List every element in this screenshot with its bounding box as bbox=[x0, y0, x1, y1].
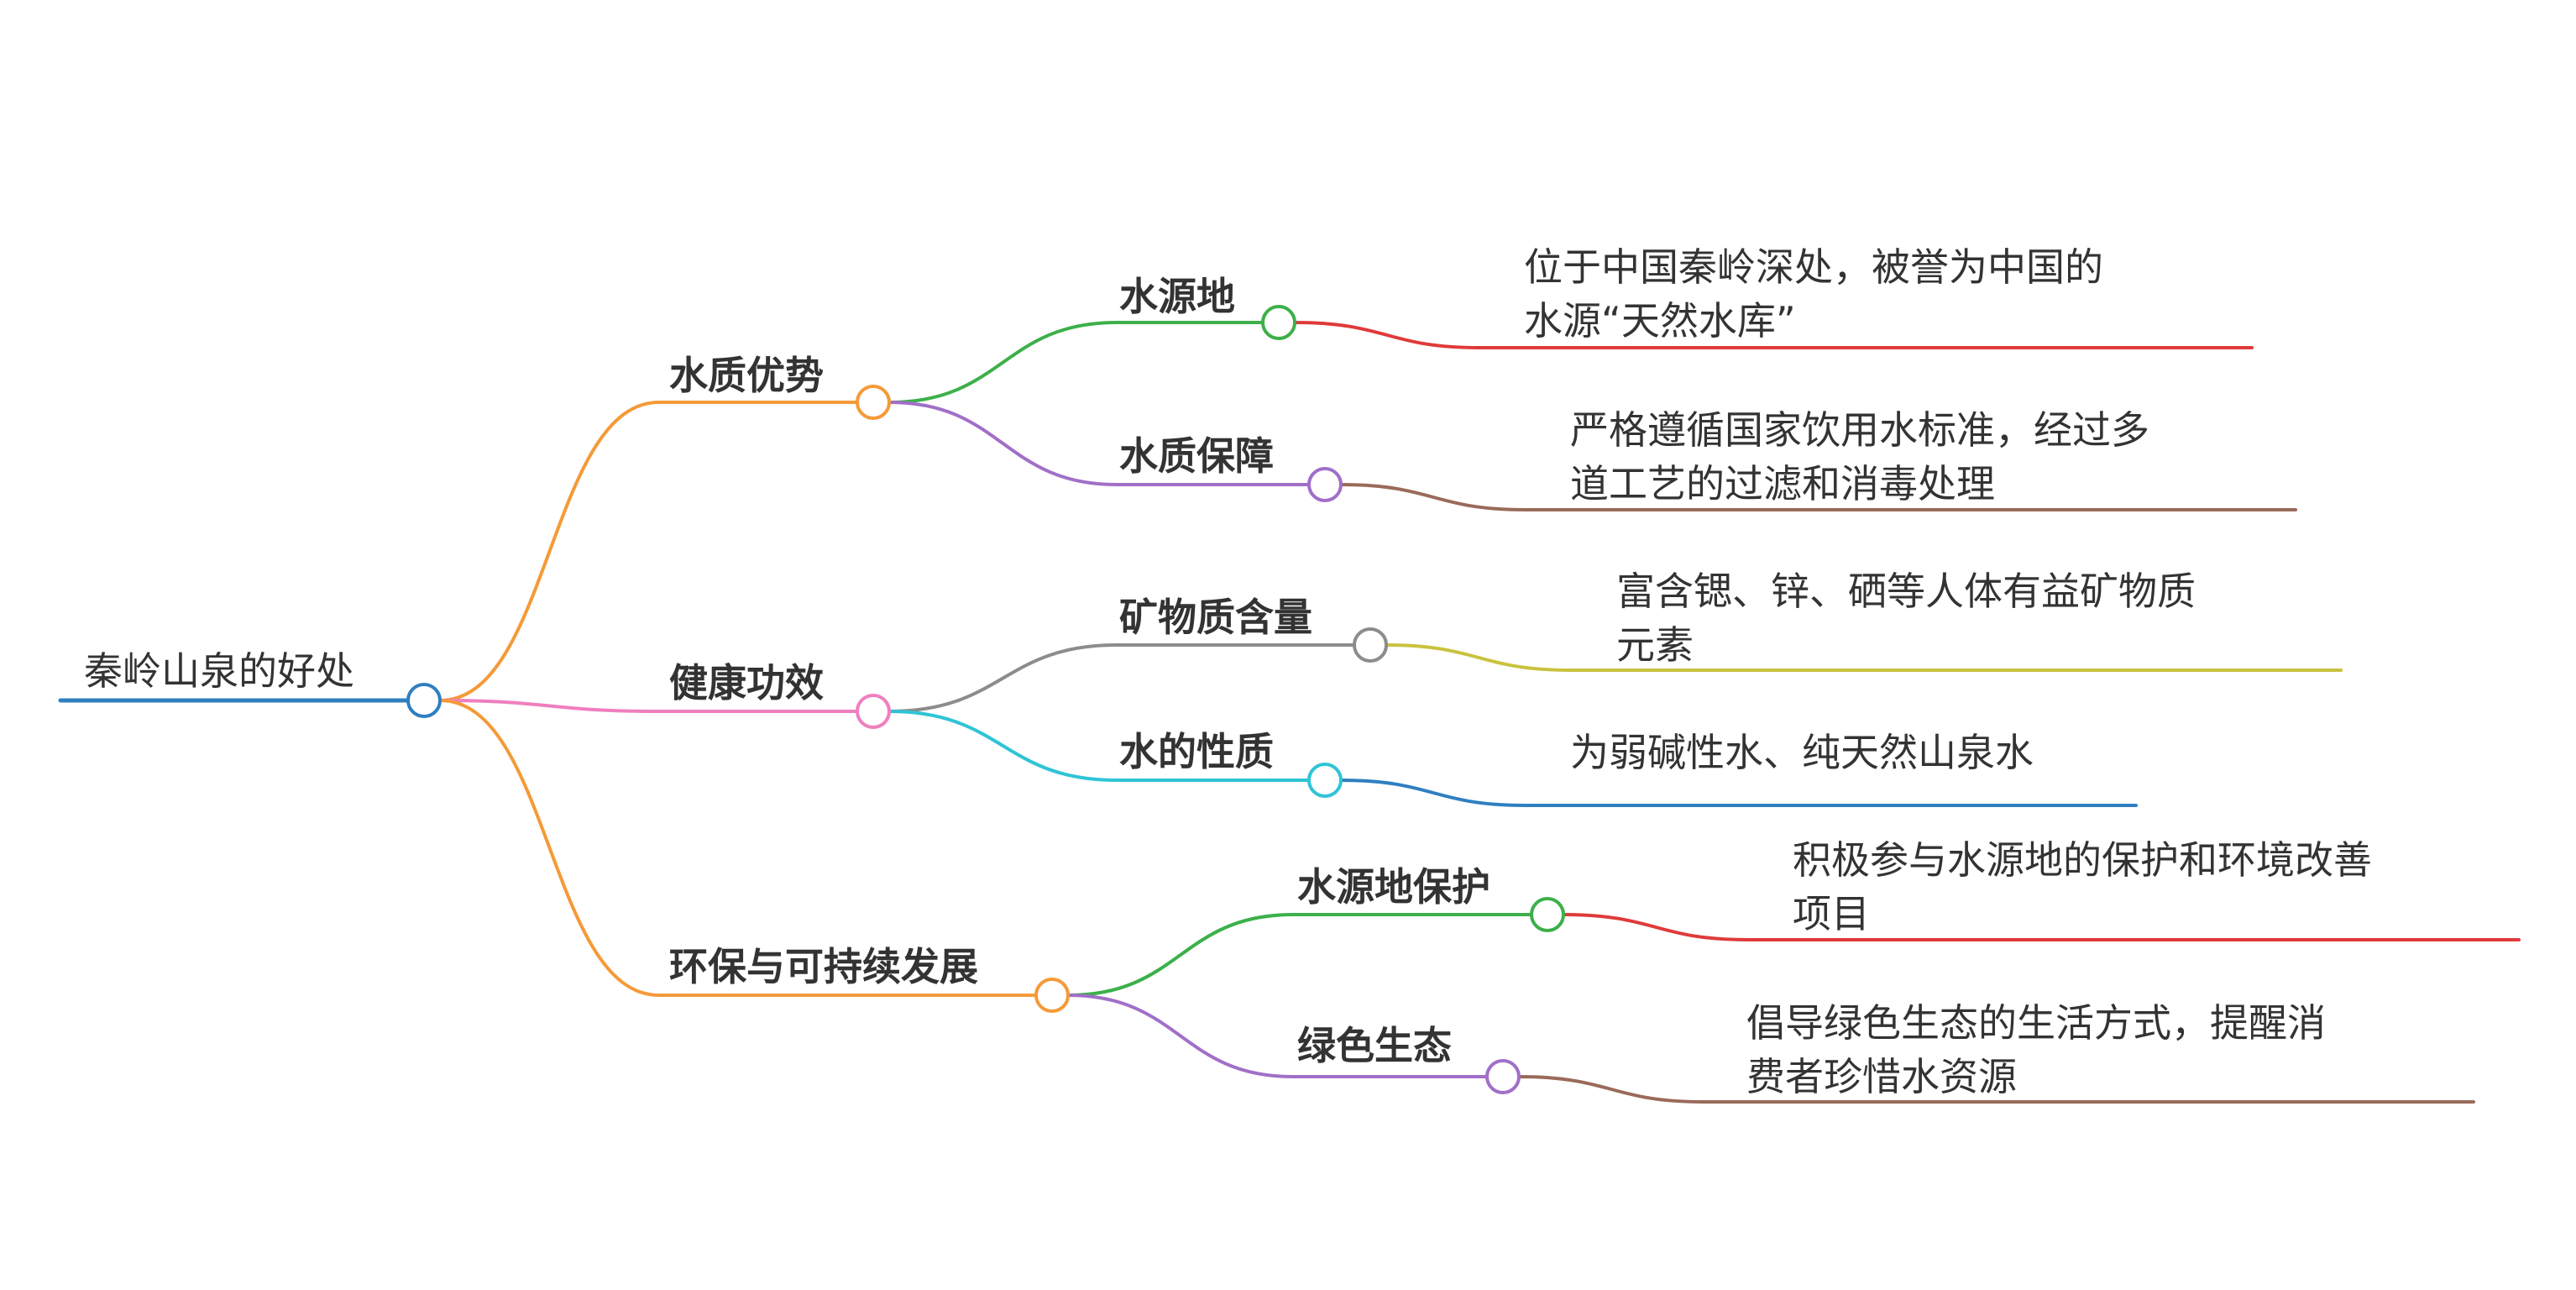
branch-node[interactable] bbox=[856, 385, 891, 420]
root-topic[interactable]: 秦岭山泉的好处 bbox=[84, 648, 354, 694]
sub-water-nature[interactable]: 水的性质 bbox=[1119, 729, 1274, 774]
root-node[interactable] bbox=[406, 683, 442, 718]
leaf-line: 严格遵循国家饮用水标准，经过多 bbox=[1570, 407, 2149, 453]
sub-node[interactable] bbox=[1485, 1059, 1521, 1094]
leaf-line: 为弱碱性水、纯天然山泉水 bbox=[1570, 730, 2034, 775]
leaf-water-source-note: 位于中国秦岭深处，被誉为中国的 水源“天然水库” bbox=[1524, 240, 2103, 348]
sub-green-ecology[interactable]: 绿色生态 bbox=[1297, 1023, 1452, 1068]
branch-water-quality[interactable]: 水质优势 bbox=[669, 353, 824, 398]
sub-connector bbox=[887, 643, 1372, 713]
leaf-water-nature-note: 为弱碱性水、纯天然山泉水 bbox=[1570, 726, 2034, 779]
leaf-connector bbox=[1293, 321, 2254, 349]
leaf-line: 费者珍惜水资源 bbox=[1746, 1054, 2017, 1099]
sub-connector bbox=[887, 401, 1327, 486]
leaf-connector bbox=[1339, 483, 2297, 511]
leaf-line: 水源“天然水库” bbox=[1524, 298, 1796, 343]
sub-mineral-content[interactable]: 矿物质含量 bbox=[1119, 595, 1312, 640]
branch-health-benefits[interactable]: 健康功效 bbox=[669, 660, 824, 705]
sub-node[interactable] bbox=[1353, 627, 1388, 663]
leaf-line: 富含锶、锌、硒等人体有益矿物质 bbox=[1616, 569, 2196, 614]
sub-water-source[interactable]: 水源地 bbox=[1119, 274, 1235, 319]
sub-node[interactable] bbox=[1307, 467, 1343, 502]
leaf-line: 道工艺的过滤和消毒处理 bbox=[1570, 461, 1995, 506]
sub-source-protection[interactable]: 水源地保护 bbox=[1297, 864, 1490, 910]
leaf-connector bbox=[1562, 913, 2521, 941]
branch-node[interactable] bbox=[856, 694, 891, 729]
sub-connector bbox=[887, 710, 1327, 782]
leaf-line: 积极参与水源地的保护和环境改善 bbox=[1793, 837, 2372, 883]
leaf-line: 倡导绿色生态的生活方式，提醒消 bbox=[1746, 1000, 2326, 1046]
leaf-source-protection-note: 积极参与水源地的保护和环境改善 项目 bbox=[1793, 833, 2372, 941]
leaf-mineral-note: 富含锶、锌、硒等人体有益矿物质 元素 bbox=[1616, 564, 2196, 672]
leaf-line: 元素 bbox=[1616, 622, 1694, 668]
leaf-connector bbox=[1385, 643, 2343, 672]
sub-connector bbox=[887, 321, 1280, 404]
branch-connector bbox=[438, 699, 875, 713]
sub-connector bbox=[1066, 994, 1505, 1078]
branch-connector bbox=[438, 699, 1054, 997]
leaf-line: 位于中国秦岭深处，被誉为中国的 bbox=[1524, 244, 2103, 290]
leaf-line: 项目 bbox=[1793, 891, 1870, 936]
sub-quality-assurance[interactable]: 水质保障 bbox=[1119, 433, 1274, 479]
leaf-quality-assurance-note: 严格遵循国家饮用水标准，经过多 道工艺的过滤和消毒处理 bbox=[1570, 403, 2149, 511]
sub-connector bbox=[1066, 913, 1549, 997]
branch-connector bbox=[438, 401, 875, 702]
leaf-connector bbox=[1517, 1075, 2475, 1104]
branch-eco-sustainability[interactable]: 环保与可持续发展 bbox=[669, 944, 978, 989]
sub-node[interactable] bbox=[1307, 763, 1343, 798]
sub-node[interactable] bbox=[1261, 305, 1296, 340]
branch-node[interactable] bbox=[1034, 978, 1070, 1013]
leaf-green-ecology-note: 倡导绿色生态的生活方式，提醒消 费者珍惜水资源 bbox=[1746, 996, 2326, 1104]
sub-node[interactable] bbox=[1530, 897, 1565, 932]
leaf-connector bbox=[1339, 779, 2138, 807]
